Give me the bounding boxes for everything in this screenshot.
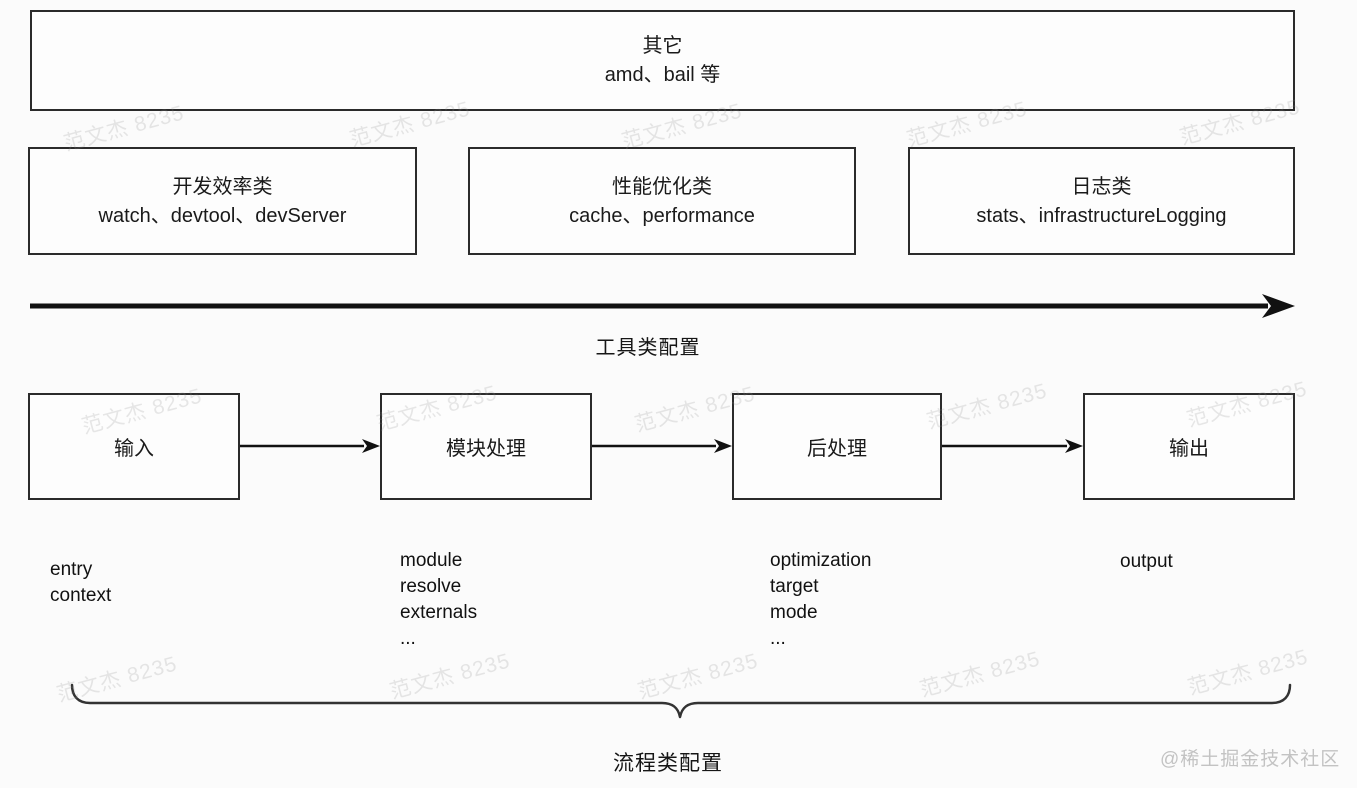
dev-efficiency-box: 开发效率类 watch、devtool、devServer [28,147,417,255]
property-line: mode [770,602,818,623]
performance-items: cache、performance [569,204,755,227]
property-line: optimization [770,550,872,571]
property-line: output [1120,551,1173,572]
flow-node-post-label: 后处理 [807,438,867,460]
flow-node-post: 后处理 [732,393,942,500]
property-line: module [400,550,463,571]
property-line: externals [400,602,478,623]
module-properties: module resolve externals ... [400,548,477,652]
performance-box: 性能优化类 cache、performance [468,147,856,255]
logging-box: 日志类 stats、infrastructureLogging [908,147,1295,255]
property-line: entry [50,559,93,580]
other-config-box: 其它 amd、bail 等 [30,10,1295,111]
performance-title: 性能优化类 [612,175,712,198]
input-properties: entry context [50,557,111,609]
property-line: target [770,576,819,597]
flow-node-input-label: 输入 [114,438,154,460]
dev-efficiency-items: watch、devtool、devServer [98,204,347,227]
community-watermark: @稀土掘金技术社区 [1160,749,1341,770]
flow-node-input: 输入 [28,393,240,500]
tool-axis-label: 工具类配置 [595,337,701,359]
flow-node-module-label: 模块处理 [446,438,526,460]
author-watermark: 范文杰 8235 [924,379,1050,434]
logging-title: 日志类 [1071,175,1132,198]
flow-node-output: 输出 [1083,393,1295,500]
tool-axis-arrow [30,294,1295,318]
property-line: ... [400,628,416,649]
flow-arrow-1 [240,439,380,453]
other-config-items: amd、bail 等 [604,64,721,86]
flow-node-output-label: 输出 [1169,438,1209,460]
flow-arrow-2 [592,439,732,453]
dev-efficiency-title: 开发效率类 [172,175,273,198]
property-line: ... [770,628,786,649]
other-config-title: 其它 [642,35,683,57]
process-brace [70,683,1292,719]
logging-items: stats、infrastructureLogging [976,204,1227,227]
flow-node-module: 模块处理 [380,393,592,500]
post-properties: optimization target mode ... [770,548,871,652]
property-line: context [50,585,112,606]
process-axis-label: 流程类配置 [613,752,723,775]
property-line: resolve [400,576,462,597]
flow-arrow-3 [942,439,1083,453]
output-properties: output [1120,549,1173,575]
